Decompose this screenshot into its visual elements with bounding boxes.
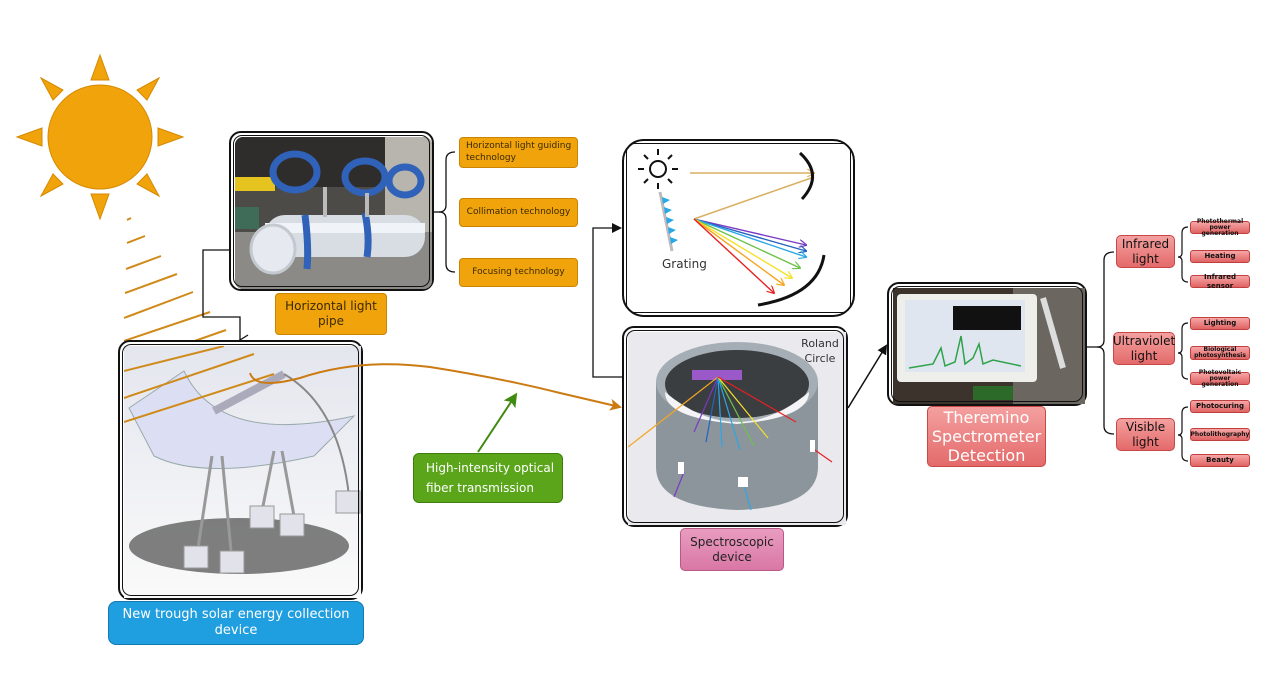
application-category-label: Ultraviolet light: [1112, 333, 1176, 363]
light-pipe-label-text: Horizontal light pipe: [285, 299, 377, 328]
application-use-label: Photovoltaic power generation: [1198, 368, 1242, 388]
application-category-label: Visible light: [1125, 419, 1166, 449]
application-use: Infrared sensor: [1190, 272, 1250, 290]
fiber-label: High-intensity optical fiber transmissio…: [413, 453, 563, 503]
application-use: Beauty: [1190, 454, 1250, 467]
spectroscope-label-text: Spectroscopic device: [690, 534, 774, 564]
applications-brace: [1096, 251, 1115, 435]
application-category: Ultraviolet light: [1113, 332, 1175, 365]
application-use-label: Heating: [1204, 252, 1236, 261]
application-category: Infrared light: [1116, 235, 1175, 268]
collector-label-text: New trough solar energy collection devic…: [122, 606, 350, 638]
collector-illustration-frame: [118, 340, 363, 600]
technology-item-label: Horizontal light guiding technology: [466, 141, 572, 163]
spectroscope-to-detector-arrow: [847, 344, 888, 409]
spectroscope-illustration-frame: Roland Circle: [622, 326, 848, 527]
sun-icon: [15, 53, 185, 221]
fiber-label-text: High-intensity optical fiber transmissio…: [426, 460, 555, 495]
light-pipe-photo-frame: [229, 131, 434, 291]
technology-item-label: Focusing technology: [472, 266, 565, 277]
spectroscope-illustration: [628, 332, 846, 525]
technology-brace: [438, 151, 456, 273]
technology-item: Horizontal light guiding technology: [459, 137, 578, 168]
application-use-label: Photothermal power generation: [1196, 217, 1244, 237]
detector-photo: [893, 288, 1085, 404]
grating-icon: [658, 191, 678, 252]
grating-label: Grating: [662, 257, 707, 271]
detector-photo-frame: [887, 282, 1087, 406]
application-use-label: Photolithography: [1190, 430, 1250, 438]
collector-illustration: [124, 346, 361, 598]
application-use-label: Photocuring: [1195, 402, 1245, 411]
light-source-icon: [638, 149, 678, 189]
spectroscope-to-grating-connector: [592, 223, 624, 378]
roland-circle-annotation: Roland Circle: [801, 337, 839, 365]
ultraviolet-brace: [1177, 322, 1189, 380]
light-pipe-label: Horizontal light pipe: [275, 293, 387, 335]
detector-label-text: Theremino Spectrometer Detection: [931, 407, 1042, 466]
application-use-label: Biological photosynthesis: [1194, 346, 1246, 359]
grating-diagram: [638, 149, 826, 307]
application-use: Lighting: [1190, 317, 1250, 330]
application-use: Photocuring: [1190, 400, 1250, 413]
application-use: Photovoltaic power generation: [1190, 368, 1250, 388]
application-use-label: Beauty: [1206, 456, 1234, 465]
pipe-to-collector-connector: [202, 249, 249, 346]
technology-item: Collimation technology: [459, 198, 578, 227]
application-use: Biological photosynthesis: [1190, 346, 1250, 360]
application-use-label: Infrared sensor: [1203, 272, 1237, 290]
application-category: Visible light: [1116, 418, 1175, 451]
infrared-brace: [1177, 226, 1189, 283]
application-use-label: Lighting: [1203, 319, 1237, 328]
light-pipe-photo: [235, 137, 432, 289]
application-use: Photolithography: [1190, 428, 1250, 441]
application-category-label: Infrared light: [1121, 236, 1170, 266]
visible-brace: [1177, 406, 1189, 462]
grating-diagram-frame: Grating: [622, 139, 855, 317]
application-use: Heating: [1190, 250, 1250, 263]
collector-label: New trough solar energy collection devic…: [108, 601, 364, 645]
application-use: Photothermal power generation: [1190, 217, 1250, 237]
spectroscope-label: Spectroscopic device: [680, 528, 784, 571]
technology-item: Focusing technology: [459, 258, 578, 287]
technology-item-label: Collimation technology: [466, 206, 571, 217]
detector-label: Theremino Spectrometer Detection: [927, 406, 1046, 467]
